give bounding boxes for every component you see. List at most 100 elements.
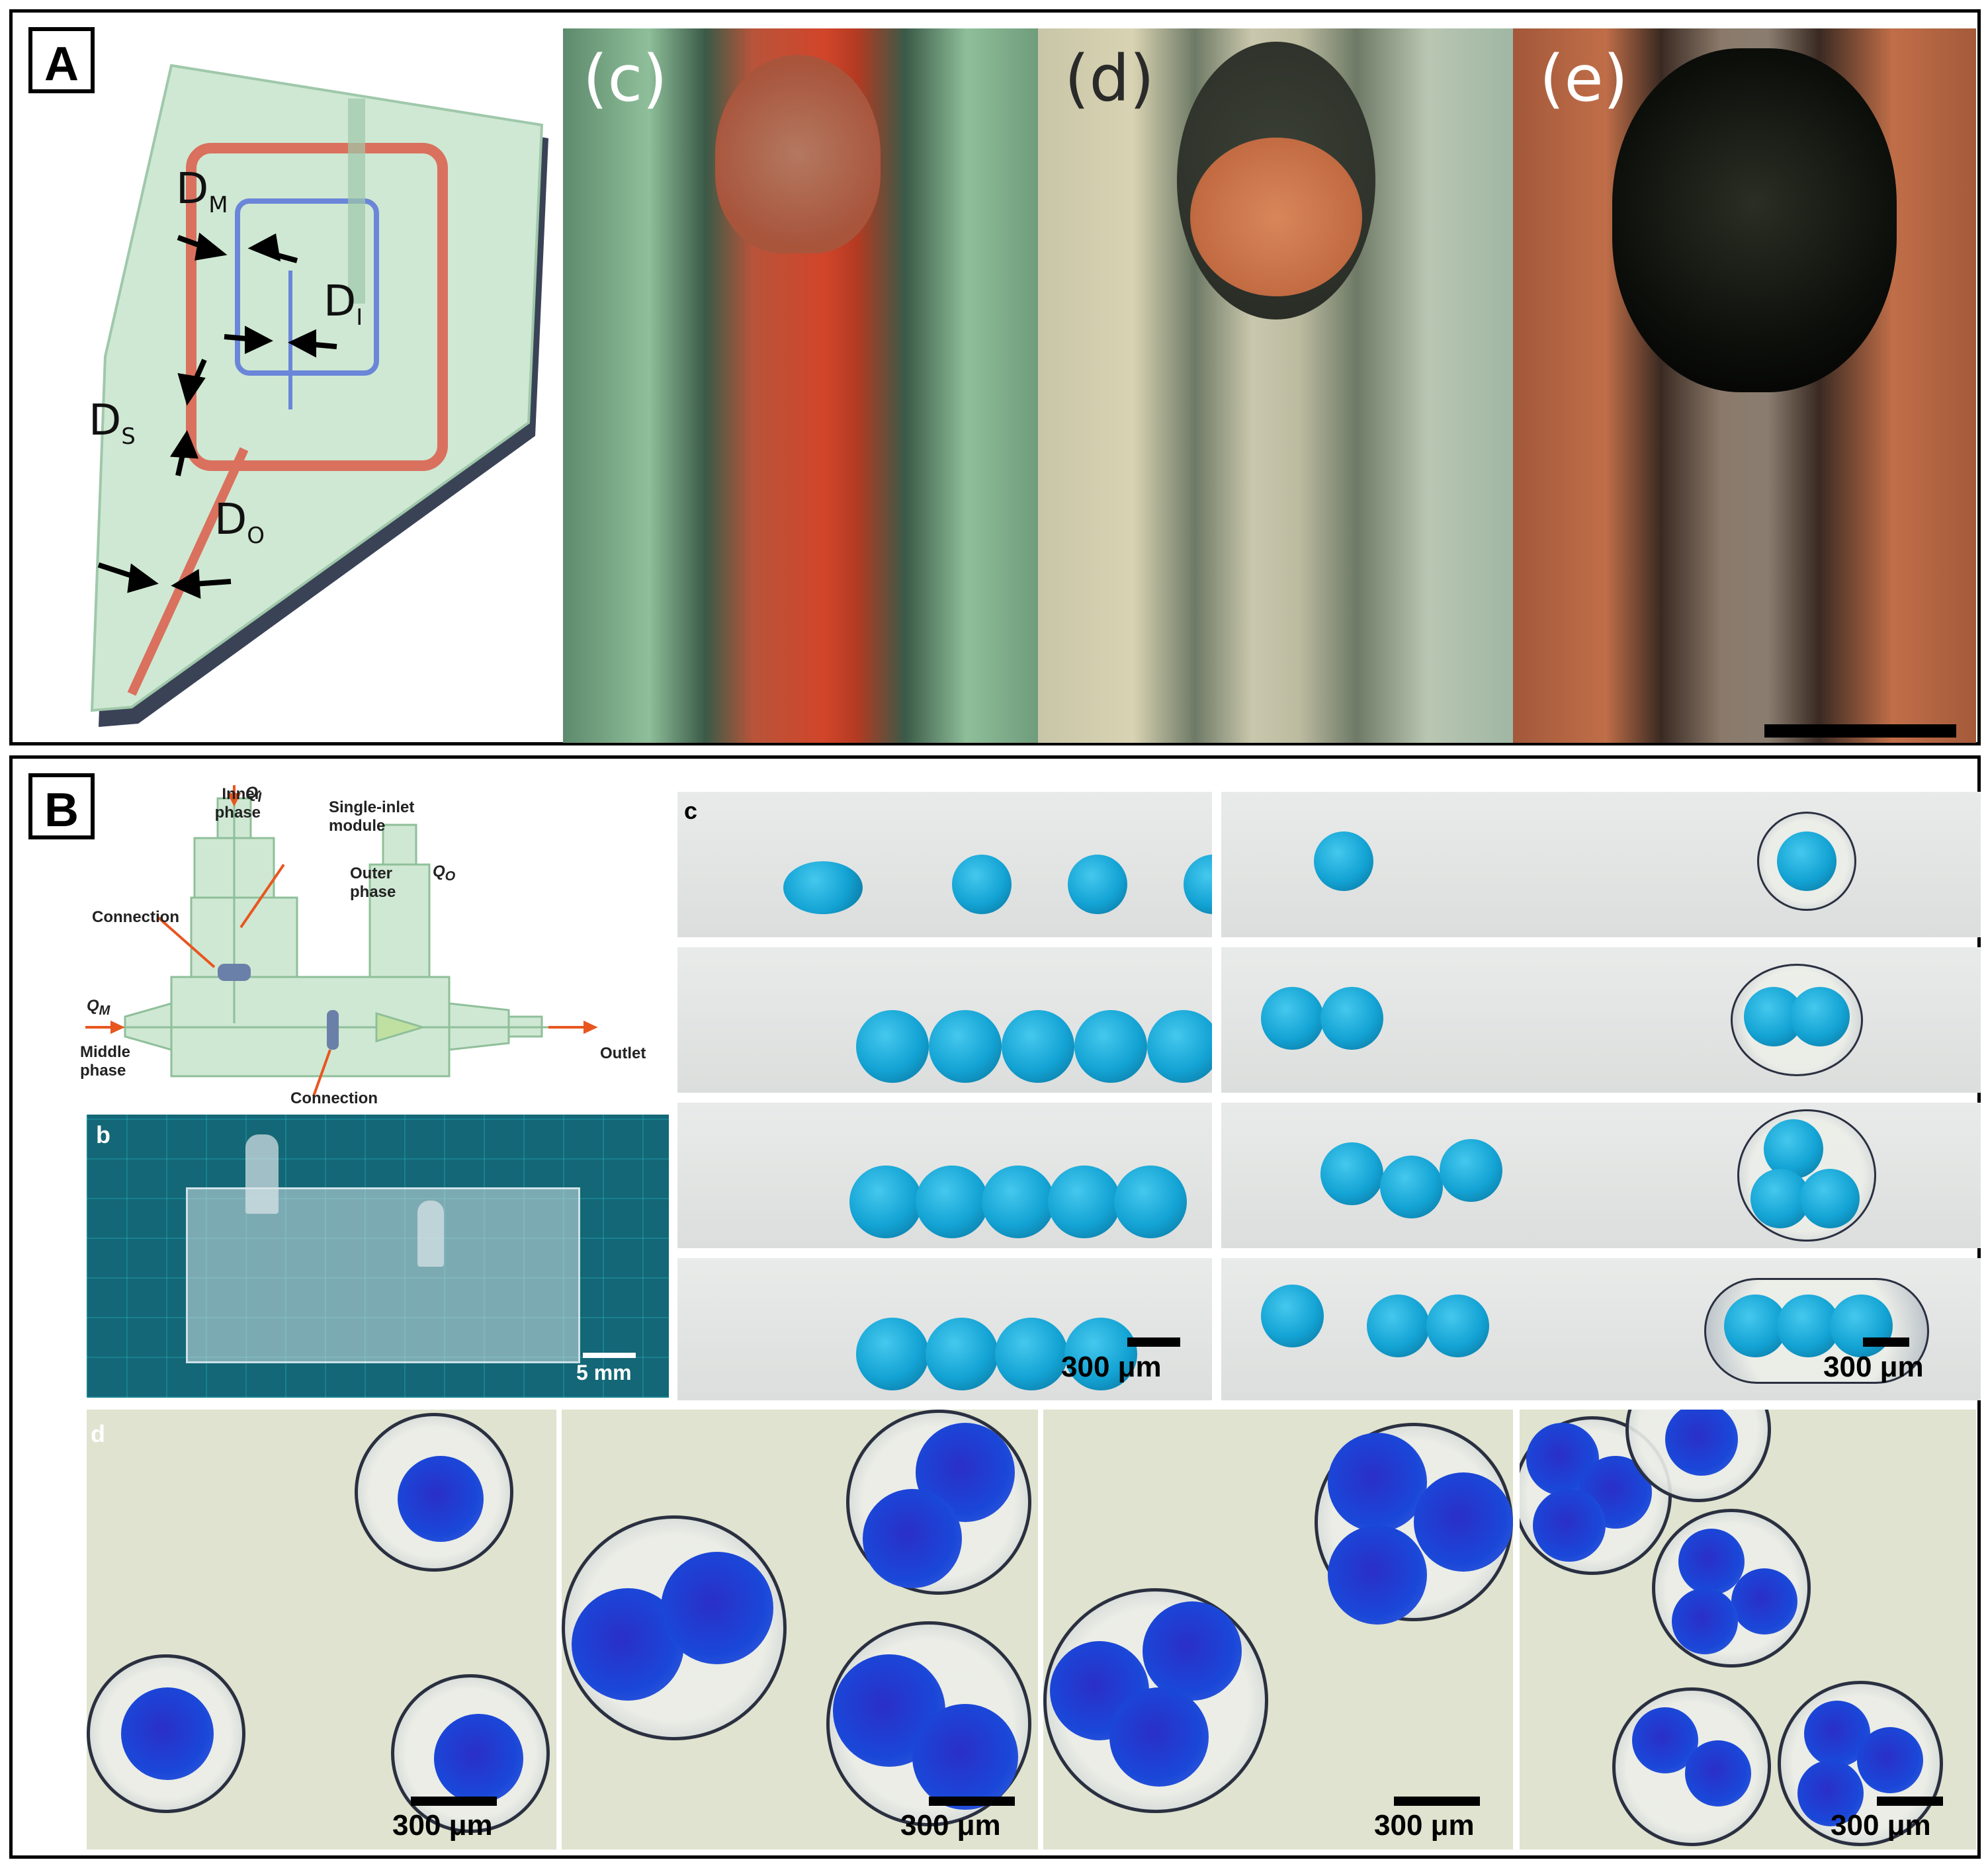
inner-core [1328,1525,1427,1625]
inner-core [1685,1740,1751,1806]
device-photo: b 5 mm [87,1115,669,1398]
inner-core [863,1489,962,1588]
droplet [1367,1294,1430,1357]
dim-label-ds: DS [89,396,136,450]
label-q-inner: QI [245,784,262,805]
droplet [1426,1294,1489,1357]
droplet [1777,1294,1840,1357]
droplet [916,1166,988,1238]
photo-d: (d) [1038,28,1513,743]
photo-device-body [186,1187,580,1363]
dish-double-core: 300 μm [562,1410,1038,1849]
strip-left-3 [677,1103,1212,1248]
scale-text-d3: 300 μm [1374,1809,1475,1842]
droplet [1440,1139,1502,1202]
outer-channel [186,143,448,471]
droplet [1147,1010,1212,1083]
scale-bar-d3 [1394,1797,1480,1806]
scale-bar-d1 [411,1797,497,1806]
panel-a: A DM DI DS DO (c) (d) [9,9,1981,745]
red-neck [715,55,881,253]
photo-d-tag: (d) [1064,42,1154,116]
device-body [90,64,544,712]
inner-core [121,1687,214,1780]
inner-channel [235,198,379,376]
dish-triple-core: 300 μm [1043,1410,1513,1849]
scale-text-c-left: 300 μm [1061,1351,1162,1383]
droplet [1800,1169,1860,1228]
photo-device-inlet [245,1134,279,1214]
label-outlet: Outlet [600,1044,646,1062]
inner-core [1797,1760,1864,1826]
droplet [1261,1285,1324,1347]
shell-capsule [391,1674,550,1833]
inner-core [398,1456,484,1542]
scale-text-d4: 300 μm [1831,1809,1931,1842]
droplet [926,1318,998,1390]
strip-left-2 [677,947,1212,1093]
label-inner-phase: Inner phase [214,785,261,822]
droplet [1314,831,1373,891]
arrows [97,232,337,599]
scale-bar-d4 [1877,1797,1943,1806]
orange-droplet [1190,138,1362,296]
photo-device-outer-inlet [417,1201,444,1267]
strip-left-1 [677,792,1212,937]
section-d-label: d [91,1420,105,1447]
scale-text-c-right: 300 μm [1823,1351,1924,1383]
droplet [995,1318,1068,1390]
device-schematic [90,64,548,727]
droplet [783,861,863,914]
scale-bar-d2 [929,1797,1015,1806]
droplet [1830,1294,1893,1357]
label-q-outer: QO [433,863,456,884]
inner-core [912,1704,1018,1810]
inner-core [1672,1588,1738,1654]
droplet [1261,987,1324,1050]
label-middle-phase: Middle phase [80,1043,130,1080]
droplet [929,1010,1002,1083]
panel-b-label: B [28,773,95,839]
scale-bar-c-left [1127,1337,1180,1347]
scale-text-d1: 300 μm [392,1809,493,1842]
section-c: c 300 μm [677,792,1981,1400]
scale-text-d2: 300 μm [900,1809,1001,1842]
photo-b-label: b [96,1121,110,1148]
inner-core [1678,1529,1745,1595]
scale-bar-a [1764,724,1956,738]
droplet [1380,1156,1443,1218]
droplet [1068,855,1127,914]
inner-core [1857,1727,1923,1793]
inner-core [1533,1489,1606,1562]
droplet [856,1010,929,1083]
scale-bar-c-right [1863,1337,1909,1347]
black-droplet [1612,48,1897,392]
droplet [1320,1142,1383,1205]
droplet [1777,831,1837,891]
strip-right-3 [1221,1103,1981,1248]
dim-label-di: DI [324,277,363,331]
droplet [1074,1010,1147,1083]
inner-core [1731,1568,1797,1634]
droplet [849,1166,922,1238]
photo-b-scale: 5 mm [576,1361,632,1384]
label-connection-bottom: Connection [290,1089,378,1107]
outlet-channel [127,447,249,696]
photo-e: (e) [1513,28,1976,743]
inner-core [1328,1433,1427,1532]
section-c-label: c [684,797,698,824]
photo-c: (c) [563,28,1038,743]
droplet [1048,1166,1121,1238]
modular-device-diagram [85,785,598,1097]
dim-label-dm: DM [176,165,228,218]
droplet [1320,987,1383,1050]
strip-right-1 [1221,792,1981,937]
droplet [856,1318,929,1390]
inner-core [434,1714,523,1803]
dish-single-core: 300 μm [87,1410,556,1849]
label-connection-top: Connection [92,908,179,926]
inner-core [1143,1601,1242,1701]
inner-core [1665,1410,1738,1476]
inner-core [1109,1687,1209,1787]
photo-b-scale-bar [583,1353,636,1358]
